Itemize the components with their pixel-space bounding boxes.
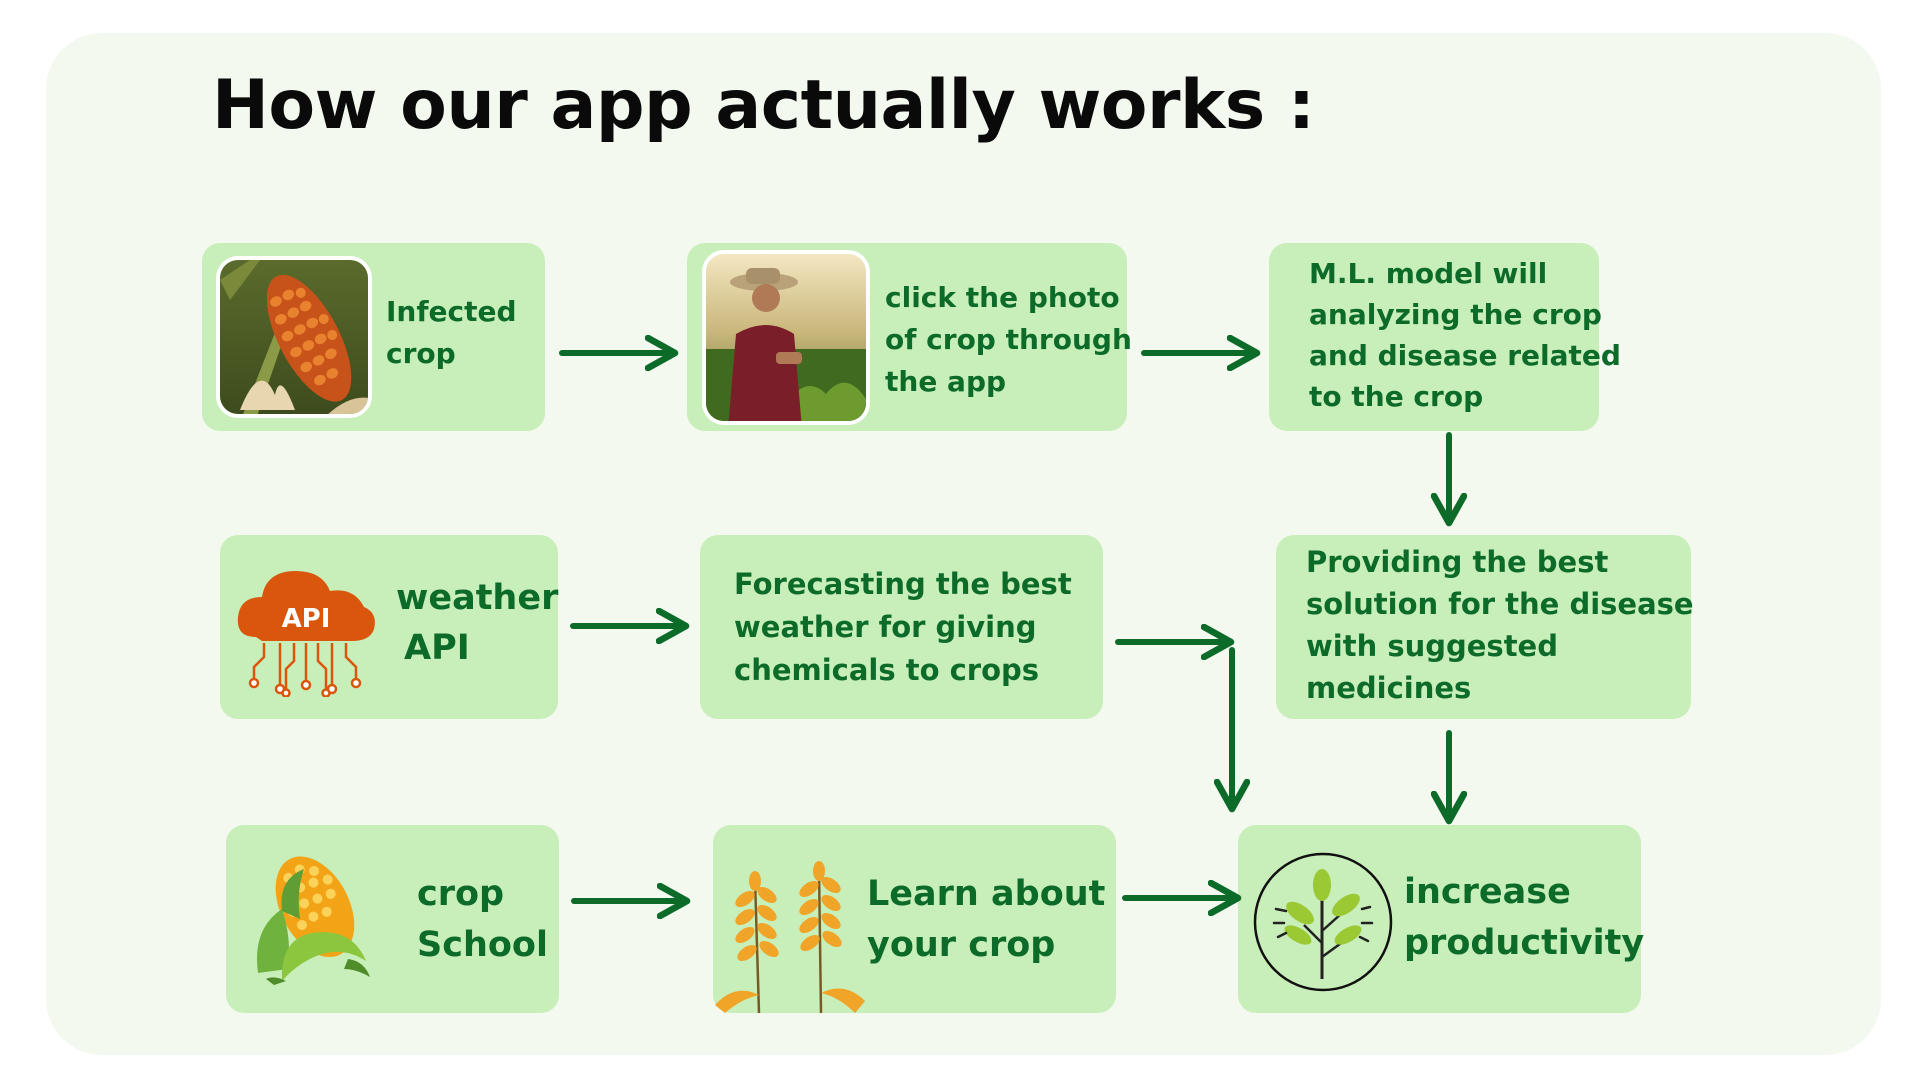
step-learn-text: Learn about your crop [867, 874, 1106, 965]
step-weather-api: API weather API [220, 535, 558, 719]
step-ml-model: M.L. model will analyzing the crop and d… [1269, 243, 1621, 431]
farmer-photo-icon [702, 250, 870, 425]
step-crop-school-text: crop School [417, 874, 548, 965]
step-forecast-text: Forecasting the best weather for giving … [734, 567, 1072, 687]
step-infected-crop: Infected crop [202, 243, 545, 431]
step-crop-school: crop School [226, 825, 559, 1013]
step-click-photo: click the photo of crop through the app [687, 243, 1132, 431]
corn-icon [252, 849, 376, 985]
plant-icon [1252, 851, 1394, 993]
step-click-photo-text: click the photo of crop through the app [885, 281, 1132, 398]
api-cloud-icon: API [234, 557, 378, 698]
step-productivity: increase productivity [1238, 825, 1645, 1013]
step-solution: Providing the best solution for the dise… [1276, 535, 1694, 719]
page-title: How our app actually works : [212, 66, 1315, 145]
step-weather-api-text: weather API [396, 578, 559, 668]
step-ml-model-text: M.L. model will analyzing the crop and d… [1309, 257, 1621, 413]
step-forecast: Forecasting the best weather for giving … [700, 535, 1103, 719]
api-badge-text: API [282, 604, 331, 634]
corn-cob-photo-icon [216, 256, 372, 418]
step-productivity-text: increase productivity [1404, 872, 1645, 963]
step-infected-text: Infected crop [386, 295, 517, 370]
step-learn: Learn about your crop [713, 825, 1116, 1014]
step-solution-text: Providing the best solution for the dise… [1306, 545, 1694, 705]
wheat-icon [715, 855, 865, 1014]
